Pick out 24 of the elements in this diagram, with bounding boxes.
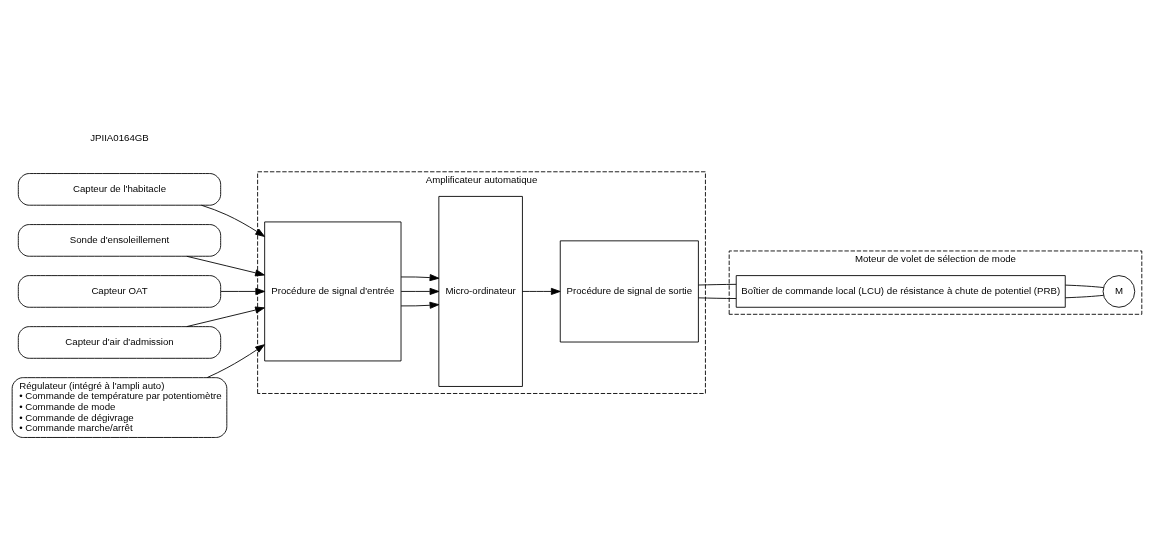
arrow (186, 255, 265, 276)
arrow (186, 306, 265, 327)
arrow (522, 287, 561, 295)
node-box: Boîtier de commande local (LCU) de résistance à chute de potentiel (PRB) (735, 274, 1066, 308)
node-box: Capteur d'air d'admission (17, 325, 222, 359)
node-box: Procédure de signal d'entrée (264, 221, 402, 361)
node-box: Micro-ordinateur (438, 195, 523, 387)
label: JPIIA0164GB (90, 131, 149, 143)
connector (698, 296, 737, 299)
connector (1064, 284, 1104, 288)
arrow (400, 273, 440, 281)
node-box: Régulateur (intégré à l'ampli auto) • Commande de température par potentiomètre • Commande de mode • Commande de dégivrage • Commande marche/arrêt (11, 376, 228, 438)
arrow (206, 343, 265, 378)
arrow (220, 287, 266, 295)
arrow (201, 204, 265, 237)
connector (1064, 294, 1104, 298)
node-box: Capteur OAT (17, 274, 222, 308)
node-box: Sonde d'ensoleillement (17, 223, 222, 257)
node-circle: M (1102, 274, 1136, 308)
arrow (400, 301, 440, 309)
node-box: Capteur de l'habitacle (17, 172, 222, 206)
connector (698, 283, 737, 285)
arrow (400, 287, 440, 295)
node-box: Procédure de signal de sortie (559, 239, 699, 342)
